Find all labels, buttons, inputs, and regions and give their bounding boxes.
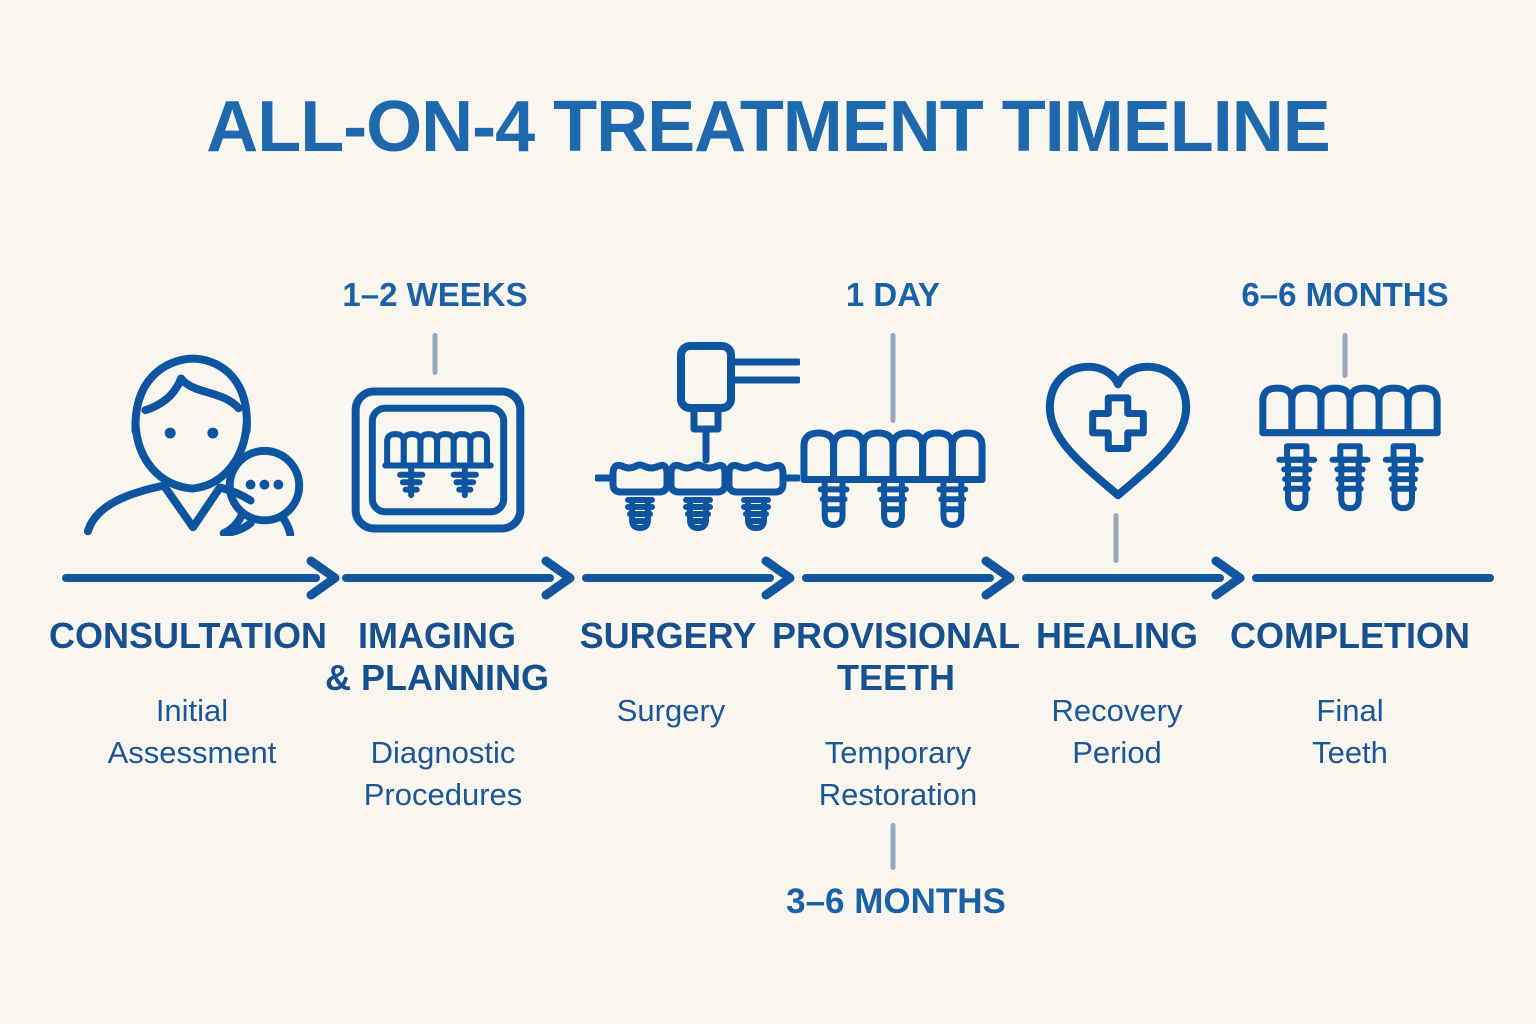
stage-label-surgery: SURGERY <box>579 615 757 656</box>
connector-line-imaging <box>432 333 438 375</box>
stage-sublabel-completion: Final Teeth <box>1312 693 1388 770</box>
stage-label-provisional: PROVISIONAL TEETH <box>771 615 1021 699</box>
connector-line-months <box>890 823 896 870</box>
duration-label-imaging: 1–2 WEEKS <box>342 276 528 313</box>
dental-drill-icon <box>595 342 800 532</box>
patient-consultation-icon <box>72 336 304 536</box>
stage-sublabel-consultation: Initial Assessment <box>107 693 277 770</box>
stage-sublabel-imaging: Diagnostic Procedures <box>363 735 523 812</box>
stage-label-completion: COMPLETION <box>1230 615 1470 656</box>
stage-sublabel-healing: Recovery Period <box>1051 693 1183 770</box>
stage-label-healing: HEALING <box>1036 615 1198 656</box>
connector-line-healing <box>1113 513 1119 563</box>
stage-label-consultation: CONSULTATION <box>49 615 327 656</box>
stage-label-imaging: IMAGING & PLANNING <box>325 615 549 699</box>
connector-line-provisional <box>890 333 896 423</box>
connector-line-completion <box>1342 333 1348 378</box>
healing-heart-icon <box>1040 357 1196 503</box>
stage-sublabel-provisional: Temporary Restoration <box>818 735 978 812</box>
final-teeth-icon <box>1258 384 1442 520</box>
provisional-teeth-icon <box>799 428 987 532</box>
stage-sublabel-surgery: Surgery <box>616 693 726 728</box>
xray-scan-icon <box>350 386 526 534</box>
duration-label-completion: 6–6 MONTHS <box>1241 276 1449 313</box>
duration-label-healing-period: 3–6 MONTHS <box>786 882 1006 921</box>
duration-label-provisional: 1 DAY <box>845 276 941 313</box>
page-title: ALL-ON-4 TREATMENT TIMELINE <box>206 87 1331 167</box>
timeline-arrows <box>62 556 1494 600</box>
